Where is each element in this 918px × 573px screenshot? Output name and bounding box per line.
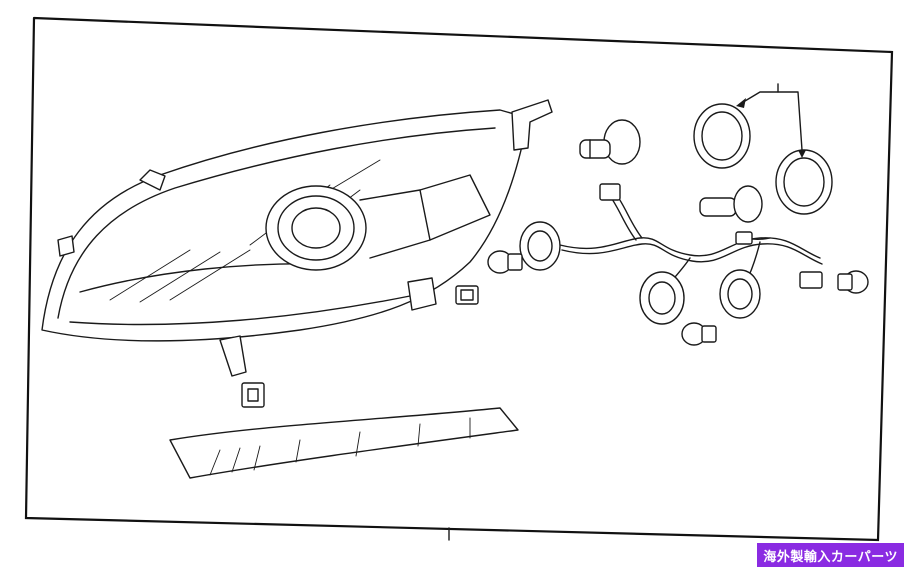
lower-trim-strip <box>169 407 519 479</box>
low-beam-bulb <box>699 185 763 223</box>
signal-bulbs <box>487 250 869 346</box>
headlamp-bulb <box>579 119 641 165</box>
dust-caps <box>693 83 833 215</box>
diagram-frame <box>24 16 894 542</box>
retainer-clips <box>241 285 479 408</box>
wiring-harness <box>559 183 823 291</box>
watermark-badge: 海外製輸入カーパーツ <box>757 543 904 567</box>
bulb-sockets <box>519 221 761 325</box>
headlamp-housing <box>41 99 553 377</box>
